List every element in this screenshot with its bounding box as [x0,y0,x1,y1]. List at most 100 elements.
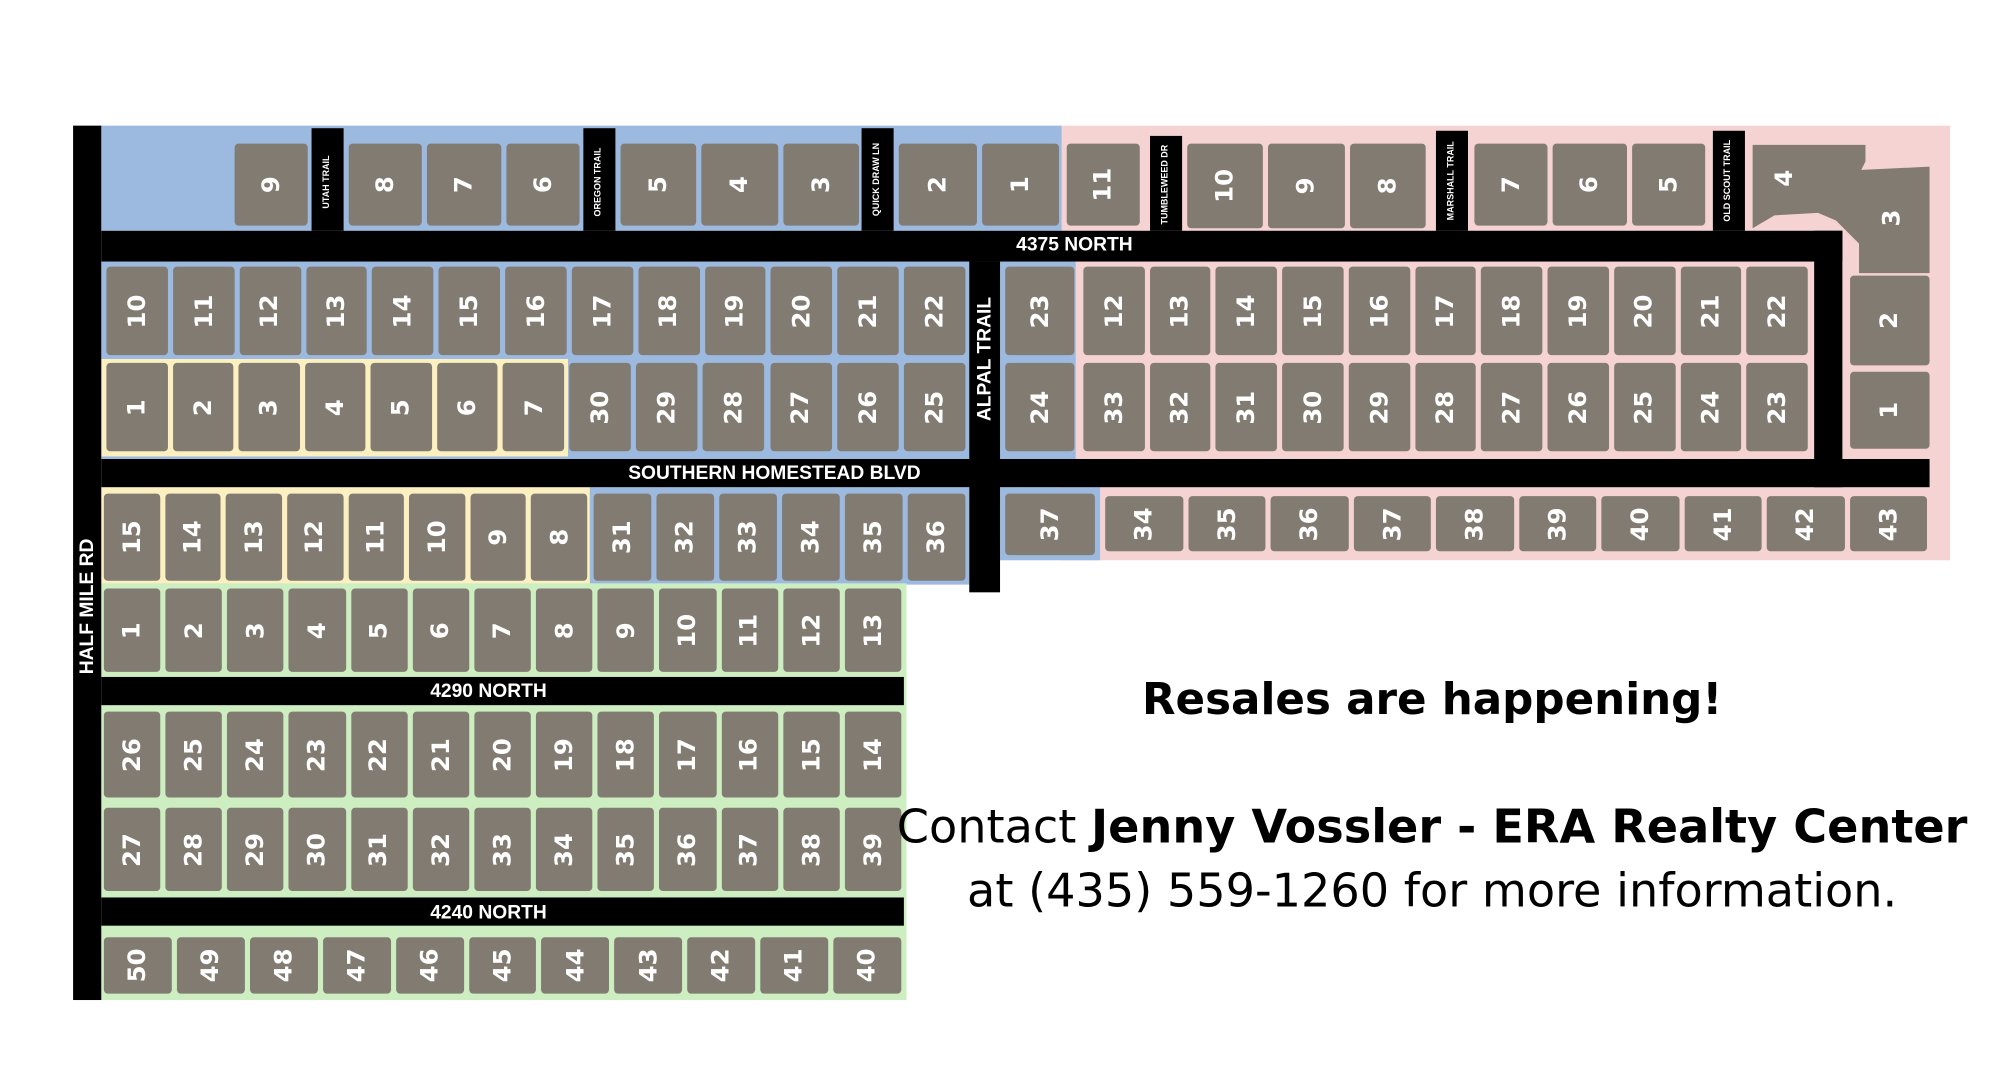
lot[interactable]: 29 [1348,362,1410,452]
lot[interactable]: 2 [898,143,977,226]
lot[interactable]: 26 [836,362,899,452]
lot[interactable]: 19 [704,266,766,356]
lot[interactable]: 30 [289,807,346,892]
lot[interactable]: 29 [227,807,284,892]
lot[interactable]: 34 [535,807,593,892]
lot[interactable]: 20 [771,266,833,356]
lot[interactable]: 35 [844,493,903,581]
lot[interactable]: 18 [638,266,700,356]
lot[interactable]: 22 [904,266,966,356]
lot-3-shape[interactable] [1835,166,1930,274]
lot[interactable]: 6 [436,362,498,452]
lot[interactable]: 41 [760,937,829,994]
lot[interactable]: 9 [470,493,527,581]
lot[interactable]: 15 [438,266,501,356]
lot[interactable]: 5 [620,143,697,226]
lot[interactable]: 23 [1005,266,1075,356]
lot[interactable]: 12 [287,493,343,581]
lot[interactable]: 25 [165,711,223,798]
lot[interactable]: 39 [844,807,902,892]
lot[interactable]: 41 [1684,496,1762,552]
lot[interactable]: 26 [103,711,161,798]
lot[interactable]: 36 [907,493,966,581]
lot[interactable]: 25 [1613,362,1676,452]
lot[interactable]: 17 [659,711,717,798]
lot[interactable]: 9 [597,588,655,672]
lot[interactable]: 4 [289,588,346,672]
lot[interactable]: 32 [656,493,715,581]
lot[interactable]: 42 [687,937,756,994]
lot[interactable]: 39 [1518,496,1597,552]
lot[interactable]: 12 [239,266,301,356]
lot[interactable]: 43 [614,937,683,994]
lot[interactable]: 18 [1481,266,1543,356]
lot[interactable]: 12 [782,588,840,672]
lot[interactable]: 37 [1353,496,1431,552]
lot[interactable]: 27 [103,807,161,892]
lot[interactable]: 37 [721,807,778,892]
lot[interactable]: 28 [703,362,765,452]
lot[interactable]: 13 [1149,266,1211,356]
lot[interactable]: 2 [172,362,234,452]
lot[interactable]: 24 [1005,362,1075,452]
lot[interactable]: 35 [1187,496,1266,552]
lot[interactable]: 30 [569,362,631,452]
lot[interactable]: 2 [165,588,223,672]
lot[interactable]: 4 [304,362,366,452]
lot[interactable]: 13 [305,266,368,356]
lot[interactable]: 6 [412,588,470,672]
lot[interactable]: 15 [103,493,160,581]
lot[interactable]: 7 [1474,143,1548,226]
lot[interactable]: 38 [782,807,840,892]
lot[interactable]: 21 [412,711,470,798]
lot[interactable]: 42 [1766,496,1845,552]
lot[interactable]: 23 [289,711,346,798]
lot[interactable]: 13 [225,493,282,581]
lot[interactable]: 10 [659,588,717,672]
lot[interactable]: 36 [1270,496,1349,552]
lot[interactable]: 22 [1746,266,1808,356]
lot[interactable]: 11 [348,493,405,581]
lot[interactable]: 31 [1216,362,1278,452]
lot[interactable]: 18 [597,711,655,798]
lot[interactable]: 20 [1613,266,1676,356]
lot[interactable]: 1 [981,143,1060,226]
lot[interactable]: 7 [427,143,501,226]
lot[interactable]: 16 [721,711,778,798]
lot[interactable]: 10 [1187,143,1264,229]
lot-4-shape[interactable] [1752,144,1866,229]
lot[interactable]: 29 [636,362,698,452]
lot[interactable]: 10 [409,493,466,581]
lot[interactable]: 2 [1850,275,1930,366]
lot[interactable]: 24 [227,711,284,798]
lot[interactable]: 50 [103,937,172,994]
lot[interactable]: 48 [249,937,318,994]
lot[interactable]: 8 [535,588,593,672]
lot[interactable]: 31 [593,493,652,581]
lot[interactable]: 30 [1282,362,1344,452]
lot[interactable]: 49 [176,937,245,994]
lot[interactable]: 35 [597,807,655,892]
lot[interactable]: 40 [833,937,902,994]
lot[interactable]: 3 [227,588,284,672]
lot[interactable]: 33 [474,807,531,892]
lot[interactable]: 14 [164,493,221,581]
lot[interactable]: 3 [782,143,859,226]
lot[interactable]: 14 [844,711,902,798]
lot[interactable]: 17 [1414,266,1477,356]
lot[interactable]: 33 [719,493,777,581]
lot[interactable]: 11 [1066,143,1140,226]
lot[interactable]: 17 [571,266,634,356]
lot[interactable]: 47 [322,937,391,994]
lot[interactable]: 32 [1149,362,1211,452]
lot[interactable]: 40 [1601,496,1679,552]
lot[interactable]: 13 [844,588,902,672]
lot[interactable]: 3 [1862,173,1924,263]
lot[interactable]: 27 [1481,362,1543,452]
lot[interactable]: 27 [769,362,832,452]
lot[interactable]: 32 [412,807,470,892]
lot[interactable]: 46 [395,937,464,994]
lot[interactable]: 8 [1349,143,1426,229]
lot[interactable]: 22 [350,711,408,798]
lot[interactable]: 1 [103,588,161,672]
